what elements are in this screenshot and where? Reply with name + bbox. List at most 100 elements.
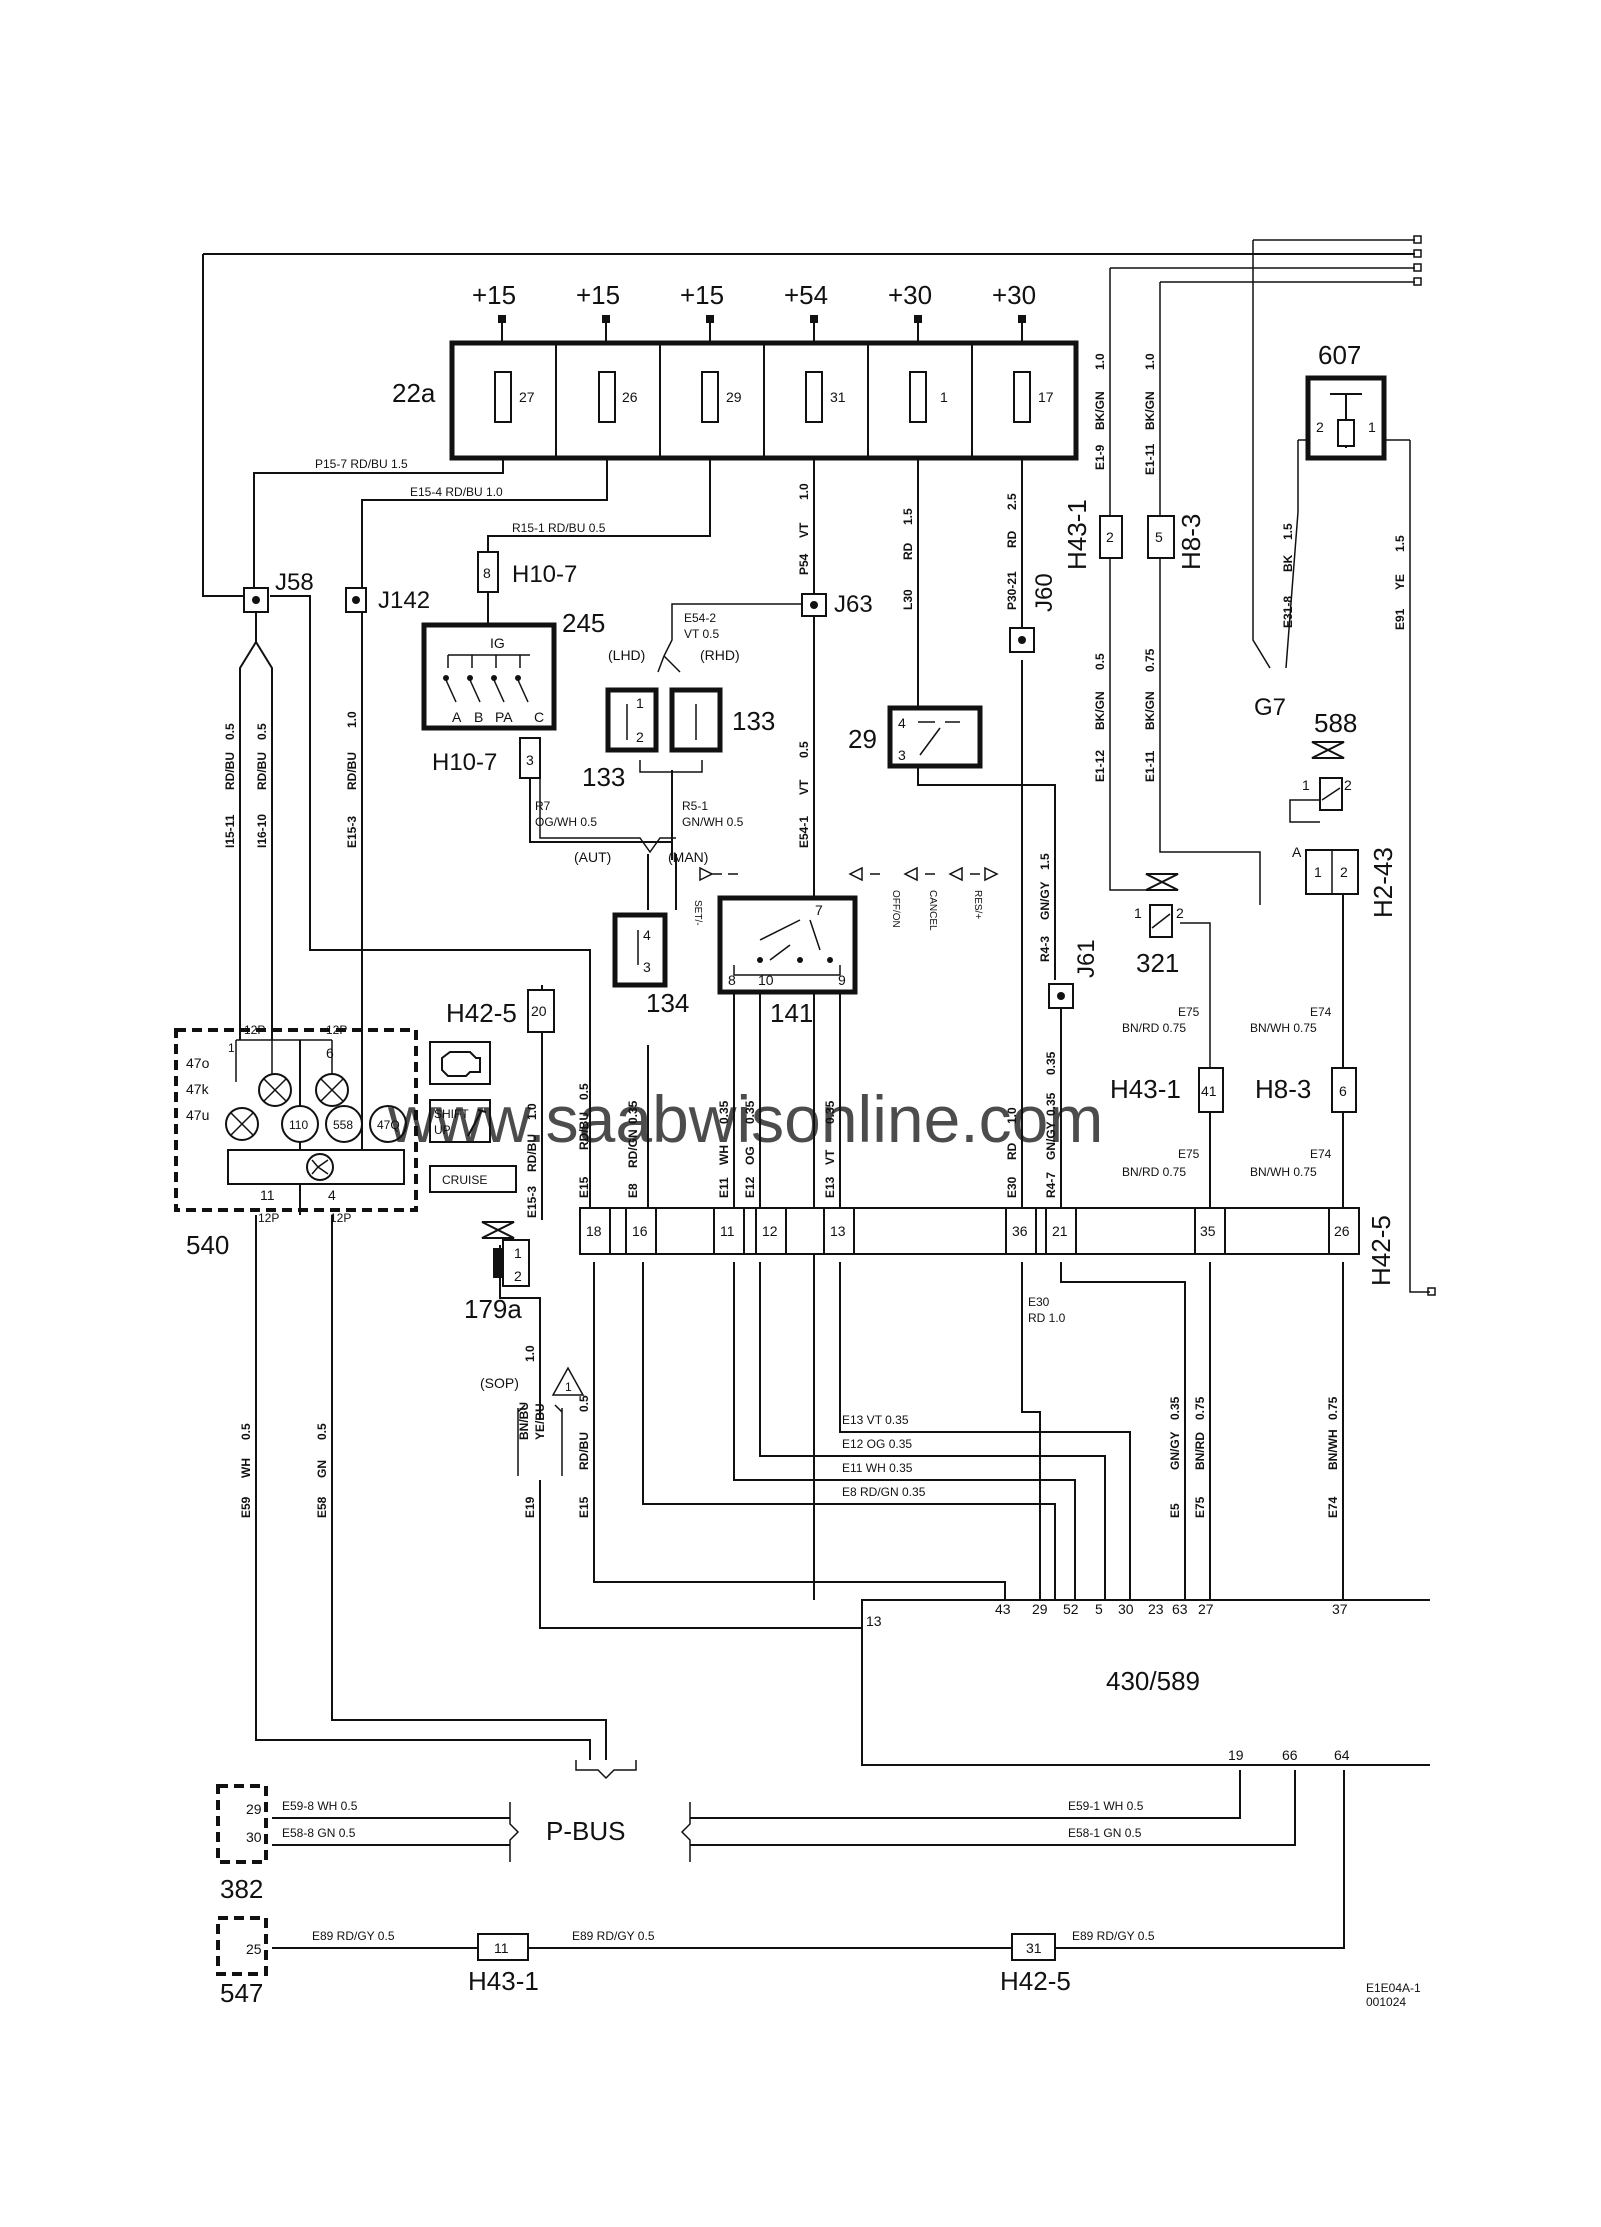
wire-label: 0.75 [1143,648,1157,672]
wire-label: E74 [1326,1496,1340,1518]
wire-label: WH [717,1145,731,1165]
wire-label: 0.5 [577,1083,591,1100]
wire-label: 1.5 [1281,523,1295,540]
fuse-26-symbol [598,371,616,423]
fuse-1-symbol [909,371,927,423]
svg-text:(SOP): (SOP) [480,1375,519,1391]
wire-label: E74 [1310,1147,1332,1161]
junction-j58 [243,587,269,613]
svg-text:141: 141 [770,998,813,1028]
wire-label: 0.5 [255,723,269,740]
svg-text:7: 7 [815,902,823,918]
wire-label: BN/BU [517,1402,531,1440]
svg-text:8: 8 [728,972,736,988]
wire-label: RD/BU [255,752,269,790]
wire-label: OG [743,1146,757,1165]
wire-label: VT [797,522,811,538]
svg-text:4: 4 [643,927,651,943]
wire-label: E59-8 WH 0.5 [282,1799,358,1813]
wire-label: 1.0 [797,483,811,500]
svg-text:30: 30 [246,1829,262,1845]
svg-text:H42-5: H42-5 [1000,1966,1071,1996]
svg-text:29: 29 [1032,1601,1048,1617]
wire-label: E54-2 [684,611,716,625]
wire-label: RD/BU [525,1134,539,1172]
wire-label: OG/WH 0.5 [535,815,597,829]
svg-text:10: 10 [758,972,774,988]
svg-text:47u: 47u [186,1107,209,1123]
valve-321: 1 2 321 [1134,873,1184,978]
svg-text:25: 25 [246,1941,262,1957]
svg-text:4: 4 [898,715,906,731]
connector-h42-5-31: 31 H42-5 [1000,1933,1071,1996]
svg-text:3: 3 [526,752,534,768]
fuse-29-symbol [701,371,719,423]
svg-text:SET/-: SET/- [692,900,703,926]
svg-text:31: 31 [1026,1940,1042,1956]
wire-label: E59-1 WH 0.5 [1068,1799,1144,1813]
svg-text:CANCEL: CANCEL [927,890,938,931]
svg-text:23: 23 [1148,1601,1164,1617]
wire-label: BN/WH 0.75 [1250,1165,1317,1179]
connector-h8-3-6: 6 H8-3 [1255,1067,1357,1113]
svg-text:H8-3: H8-3 [1176,514,1206,570]
svg-text:134: 134 [646,988,689,1018]
wire-label: E15 [577,1176,591,1198]
wire-label: E54-1 [797,816,811,848]
wire-label: E58-8 GN 0.5 [282,1826,356,1840]
fusebox-label: 22a [392,378,436,408]
wire-label: E8 [626,1183,640,1198]
wire-label: E12 [743,1176,757,1198]
svg-text:36: 36 [1012,1223,1028,1239]
wire-label: E1-12 [1093,750,1107,782]
supply-terminals: +15 +15 +15 +54 +30 +30 [472,235,1436,1296]
svg-text:PA: PA [495,709,513,725]
svg-text:12P: 12P [244,1023,265,1037]
wire-label: E75 [1178,1005,1200,1019]
connector-h10-7-top: 8 H10-7 [477,551,577,625]
wire-label: E31-8 [1281,596,1295,628]
wire-label: E12 OG 0.35 [842,1437,912,1451]
wire-label: BN/RD 0.75 [1122,1165,1186,1179]
wire-label: RD/BU [345,752,359,790]
svg-text:12P: 12P [326,1023,347,1037]
svg-text:(MAN): (MAN) [668,849,708,865]
sop-note: (SOP) 1 [480,1366,585,1476]
wire-label: E13 [823,1176,837,1198]
svg-text:13: 13 [830,1223,846,1239]
fuse-number: 26 [622,389,638,405]
valve-588: 1 2 588 [1289,708,1357,823]
wire-label: BK/GN [1093,391,1107,430]
wire-label: E5 [1168,1503,1182,1518]
svg-text:1: 1 [514,1245,522,1261]
module-382: 29 30 382 [216,1784,268,1904]
connector-h2-43: 1 2 A H2-43 [1292,844,1398,918]
wire-label: E8 RD/GN 0.35 [842,1485,926,1499]
connector-h42-5-20: 20 H42-5 [446,989,555,1033]
wire-label: GN/GY [1038,881,1052,920]
wire-label: E89 RD/GY 0.5 [312,1929,395,1943]
svg-text:H8-3: H8-3 [1255,1074,1311,1104]
svg-text:588: 588 [1314,708,1357,738]
svg-text:540: 540 [186,1230,229,1260]
drawing-code: E1E04A-1 001024 [1366,1981,1421,2009]
wire-label: E1-11 [1143,443,1157,475]
svg-text:(RHD): (RHD) [700,647,740,663]
svg-text:(AUT): (AUT) [574,849,611,865]
svg-text:RES/+: RES/+ [972,890,983,919]
wire-label: GN [315,1460,329,1478]
svg-text:37: 37 [1332,1601,1348,1617]
svg-text:12P: 12P [330,1211,351,1225]
junction-label: J63 [834,591,873,618]
aut-man-selector: (AUT) (MAN) [539,778,708,865]
wire-label: E15-4 RD/BU 1.0 [410,485,503,499]
svg-text:H42-5: H42-5 [446,998,517,1028]
svg-text:1: 1 [565,1380,572,1394]
wire-label: E15 [577,1496,591,1518]
wire-label: 1.0 [1143,353,1157,370]
svg-text:64: 64 [1334,1747,1350,1763]
svg-text:5: 5 [1095,1601,1103,1617]
svg-text:607: 607 [1318,340,1361,370]
svg-text:2: 2 [1176,905,1184,921]
